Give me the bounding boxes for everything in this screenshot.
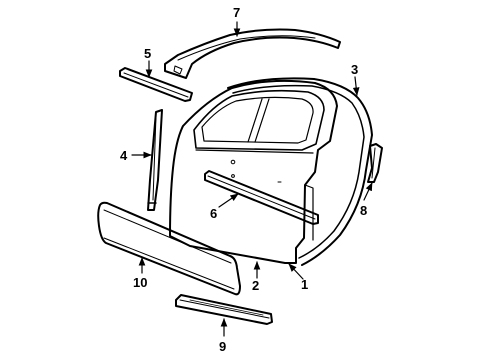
part-door-side-molding [204, 170, 319, 225]
part-upper-trim-strip [119, 67, 193, 102]
callout-3: 3 [351, 62, 358, 77]
part-quarter-molding [367, 143, 383, 183]
leader-lines [131, 21, 373, 337]
callout-9: 9 [219, 339, 226, 354]
callout-6: 6 [210, 206, 217, 221]
callout-1: 1 [301, 277, 308, 292]
leader-1 [288, 263, 304, 280]
part-pillar-molding [147, 109, 163, 211]
callout-8: 8 [360, 203, 367, 218]
callout-4: 4 [120, 148, 128, 163]
leader-6 [218, 193, 239, 208]
callout-2: 2 [252, 278, 259, 293]
part-door-weatherstrip [227, 77, 373, 266]
leader-8 [363, 182, 373, 201]
callout-10: 10 [133, 275, 147, 290]
part-lower-door-molding [97, 201, 241, 296]
callout-labels: 7 5 3 4 6 8 10 2 1 9 [120, 5, 367, 354]
callout-7: 7 [233, 5, 240, 20]
part-roof-rail-molding [164, 28, 341, 79]
part-door-shell [169, 79, 338, 264]
leader-3 [352, 76, 360, 96]
callout-5: 5 [144, 46, 151, 61]
part-rocker-molding [175, 294, 273, 325]
